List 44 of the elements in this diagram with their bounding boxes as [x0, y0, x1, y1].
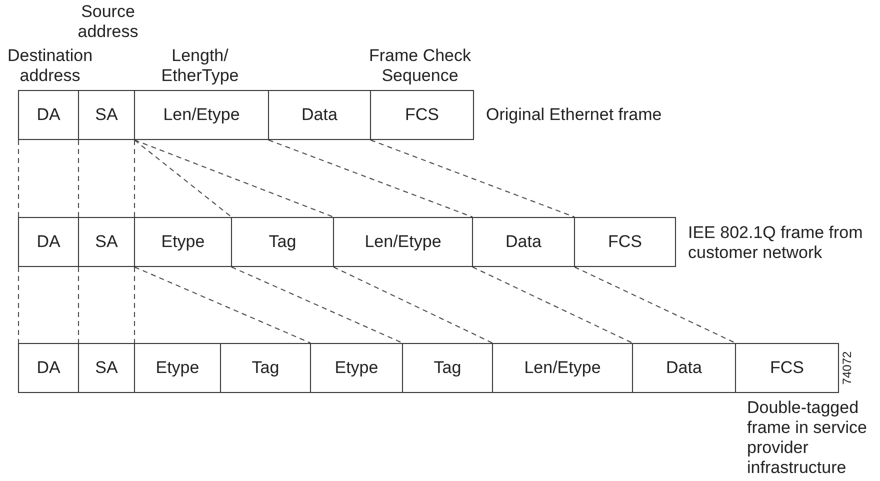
mapping-line	[574, 266, 736, 344]
frame-caption: Double-tagged frame in service provider infrastructure	[747, 398, 868, 478]
frame-caption: Original Ethernet frame	[486, 105, 663, 125]
frame-caption: IEE 802.1Q frame from customer network	[688, 223, 864, 263]
mapping-line	[18, 140, 19, 218]
frame-field: DA	[18, 343, 79, 393]
mapping-line	[268, 140, 473, 218]
frame-field: Etype	[134, 217, 232, 267]
frame-field: DA	[18, 90, 79, 140]
frame-field: Data	[268, 90, 371, 140]
mapping-line	[370, 140, 575, 218]
frame-field: Data	[472, 217, 575, 267]
mapping-line	[18, 266, 19, 344]
mapping-line	[333, 266, 493, 344]
field-heading: Frame Check Sequence	[368, 46, 472, 86]
frame-field: FCS	[735, 343, 839, 393]
mapping-line	[134, 140, 135, 218]
mapping-line	[78, 266, 79, 344]
frame-field: DA	[18, 217, 79, 267]
frame-field: SA	[78, 217, 135, 267]
frame-field: FCS	[574, 217, 676, 267]
figure-number: 74072	[840, 350, 854, 387]
frame-field: FCS	[370, 90, 474, 140]
field-heading: Destination address	[6, 46, 94, 86]
frame-field: Tag	[231, 217, 334, 267]
mapping-line	[472, 266, 633, 344]
frame-field: Etype	[310, 343, 403, 393]
frame-field: Len/Etype	[134, 90, 269, 140]
frame-field: Tag	[220, 343, 311, 393]
frame-field: Tag	[402, 343, 493, 393]
mapping-line	[134, 140, 232, 218]
frame-field: Len/Etype	[333, 217, 473, 267]
mapping-line	[231, 266, 403, 344]
frame-field: Data	[632, 343, 736, 393]
frame-field: SA	[78, 90, 135, 140]
frame-field: SA	[78, 343, 135, 393]
frame-field: Len/Etype	[492, 343, 633, 393]
mapping-line	[78, 140, 79, 218]
frame-field: Etype	[134, 343, 221, 393]
field-heading: Length/ EtherType	[160, 46, 240, 86]
mapping-line	[134, 266, 135, 344]
mapping-line	[134, 140, 334, 218]
field-heading: Source address	[76, 2, 140, 42]
mapping-line	[134, 266, 311, 344]
